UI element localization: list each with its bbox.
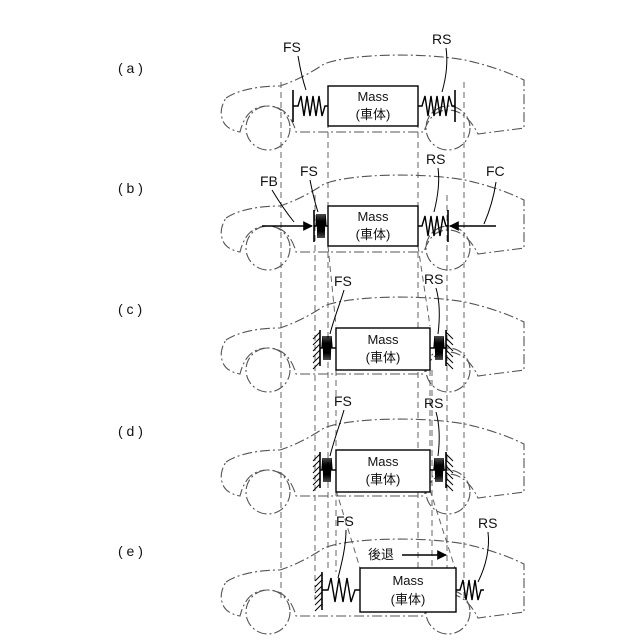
panel-c: ( c ) Mass (車体) FS RS <box>118 271 524 392</box>
front-wheel <box>246 470 290 514</box>
mass-title: Mass <box>367 332 399 347</box>
panel-b: ( b ) Mass (車体) FB FC FS RS <box>118 151 524 270</box>
rear-wheel <box>426 348 470 392</box>
mass-subtitle: (車体) <box>356 107 391 122</box>
panel-e: ( e ) Mass (車体) 後退 FS RS <box>118 513 524 634</box>
front-spring-label: FS <box>300 163 318 179</box>
front-force-label: FB <box>260 173 278 189</box>
panel-label: ( e ) <box>118 543 143 559</box>
rear-spring-label: RS <box>478 515 497 531</box>
panel-d: ( d ) Mass (車体) FS RS <box>118 393 524 514</box>
panel-label: ( d ) <box>118 423 143 439</box>
front-wheel <box>246 348 290 392</box>
front-spring <box>293 90 328 122</box>
front-wall <box>313 330 320 369</box>
front-spring-compressed <box>320 336 336 360</box>
mass-subtitle: (車体) <box>356 227 391 242</box>
panel-a: ( a ) Mass (車体) FS RS <box>118 31 524 600</box>
mass-subtitle: (車体) <box>366 472 401 487</box>
rear-spring-label: RS <box>424 395 443 411</box>
rear-spring-label: RS <box>424 271 443 287</box>
front-spring-compressed <box>314 210 328 242</box>
motion-label: 後退 <box>368 547 394 562</box>
front-wall <box>315 572 322 611</box>
mass-subtitle: (車体) <box>366 350 401 365</box>
mass-title: Mass <box>357 89 389 104</box>
rear-wheel <box>426 106 470 150</box>
front-spring-extended <box>322 578 360 602</box>
front-wheel <box>246 106 290 150</box>
front-wall <box>313 452 320 491</box>
front-wheel <box>246 226 290 270</box>
rear-force-label: FC <box>486 163 505 179</box>
front-spring-compressed <box>320 458 336 482</box>
rear-spring-label: RS <box>432 31 451 47</box>
mass-title: Mass <box>367 454 399 469</box>
mass-subtitle: (車体) <box>391 592 426 607</box>
mass-title: Mass <box>357 209 389 224</box>
rear-spring <box>456 580 484 600</box>
panel-label: ( b ) <box>118 180 143 196</box>
panel-label: ( a ) <box>118 60 143 76</box>
rear-spring-compressed <box>430 336 446 360</box>
panel-label: ( c ) <box>118 301 142 317</box>
front-spring-label: FS <box>334 393 352 409</box>
rear-spring-label: RS <box>426 151 445 167</box>
rear-wheel <box>426 470 470 514</box>
front-spring-label: FS <box>334 273 352 289</box>
front-spring-label: FS <box>336 513 354 529</box>
mass-title: Mass <box>392 573 424 588</box>
front-spring-label: FS <box>283 39 301 55</box>
front-wheel <box>246 590 290 634</box>
